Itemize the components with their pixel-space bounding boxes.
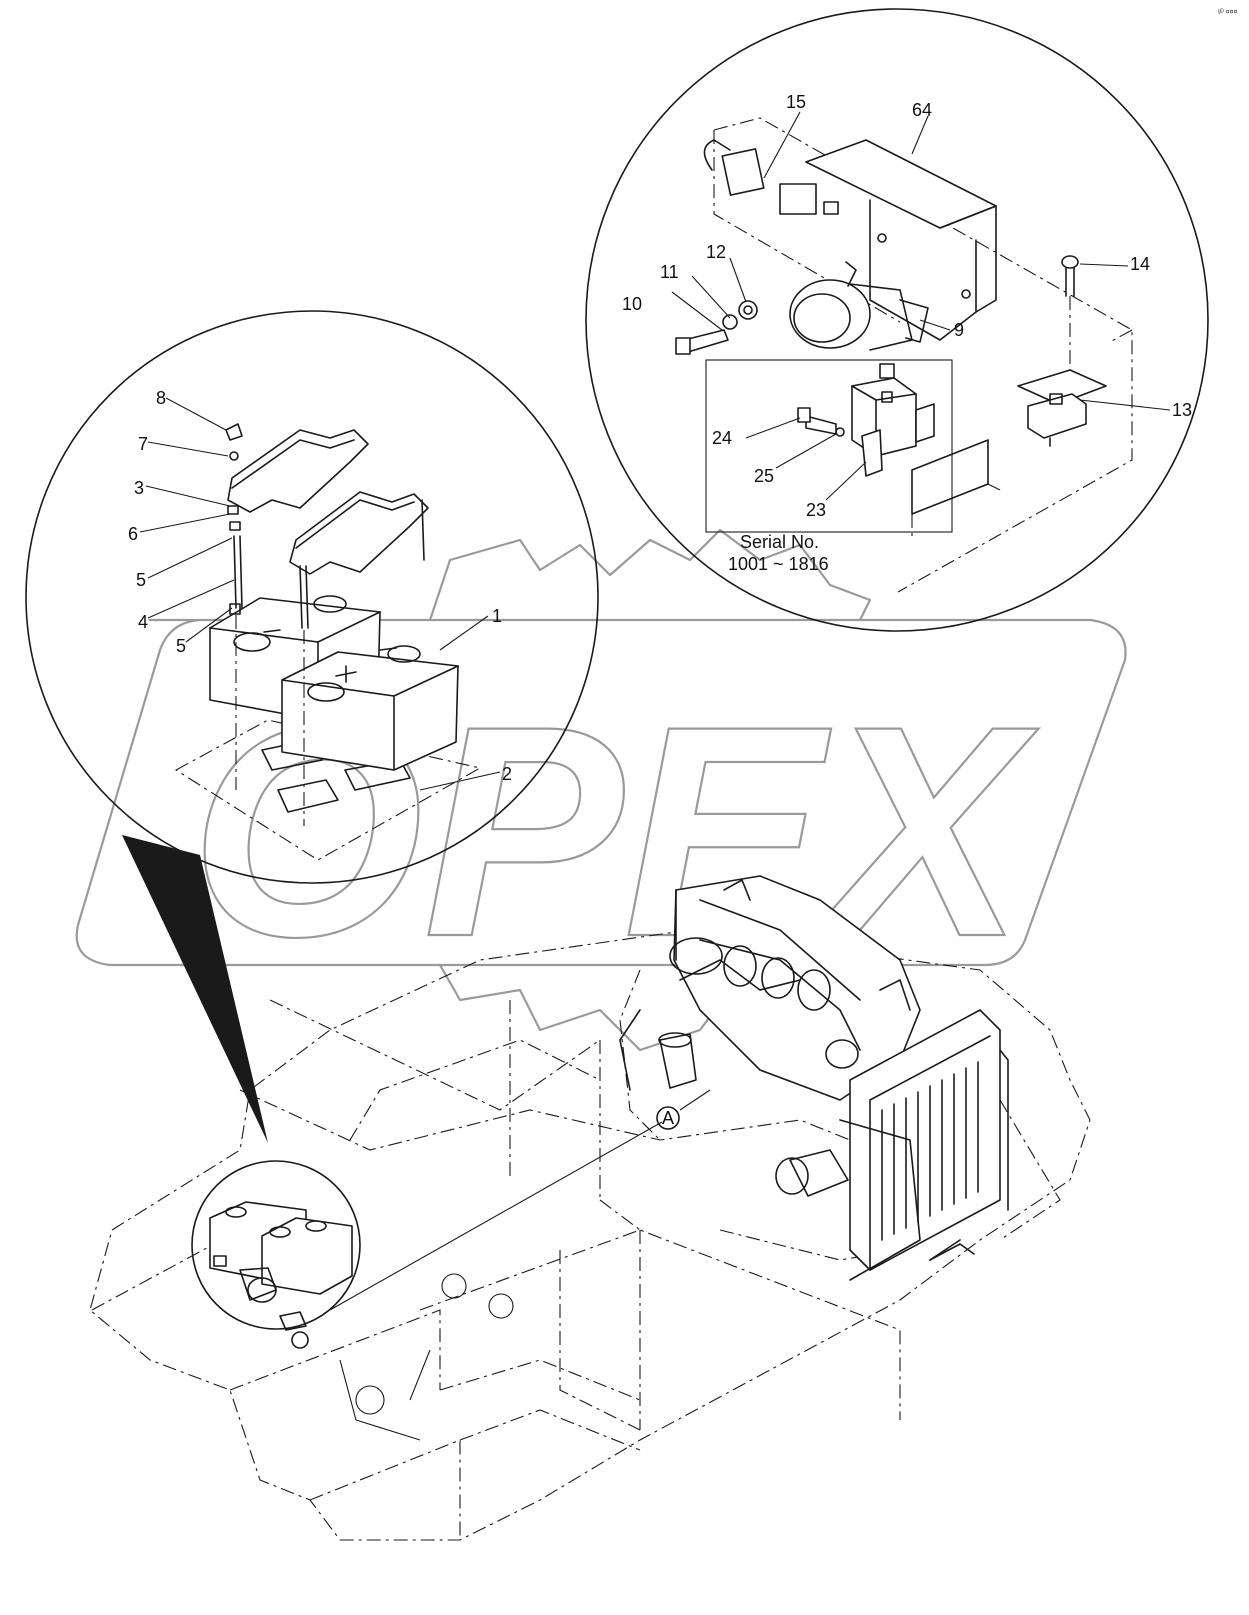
callout-4: 4 [138, 612, 148, 632]
callout-10: 10 [622, 294, 642, 314]
starter-detail-circle: 15 64 12 11 10 14 9 13 24 25 23 Serial N… [585, 8, 1209, 632]
callout-5-lower: 5 [176, 636, 186, 656]
machine-frame [89, 929, 1091, 1541]
callout-9: 9 [954, 320, 964, 340]
detail-marker-a: A [662, 1108, 674, 1128]
callout-7: 7 [138, 434, 148, 454]
callout-14: 14 [1130, 254, 1150, 274]
serial-number-label: Serial No. [740, 532, 819, 552]
callout-64: 64 [912, 100, 932, 120]
detail-a-leader: A [329, 1089, 711, 1311]
callout-25: 25 [754, 466, 774, 486]
callout-2: 2 [502, 764, 512, 784]
callout-5-upper: 5 [136, 570, 146, 590]
callout-15: 15 [786, 92, 806, 112]
battery-location-circle [191, 1160, 361, 1349]
callout-12: 12 [706, 242, 726, 262]
detail-leader-wedge [122, 835, 268, 1143]
callout-13: 13 [1172, 400, 1192, 420]
serial-number-range: 1001 ~ 1816 [728, 554, 829, 574]
callout-11: 11 [660, 262, 679, 282]
callout-1: 1 [492, 606, 502, 626]
engine-assembly [619, 875, 1009, 1281]
callout-6: 6 [128, 524, 138, 544]
opex-watermark: OPEX [75, 528, 1127, 1052]
battery-detail-circle: 8 7 3 6 5 4 5 1 2 [25, 310, 599, 1143]
corner-mark: ᵍᴰ ¤¤¤ [1218, 9, 1238, 16]
callout-23: 23 [806, 500, 826, 520]
callout-8: 8 [156, 388, 166, 408]
callout-24: 24 [712, 428, 732, 448]
callout-3: 3 [134, 478, 144, 498]
